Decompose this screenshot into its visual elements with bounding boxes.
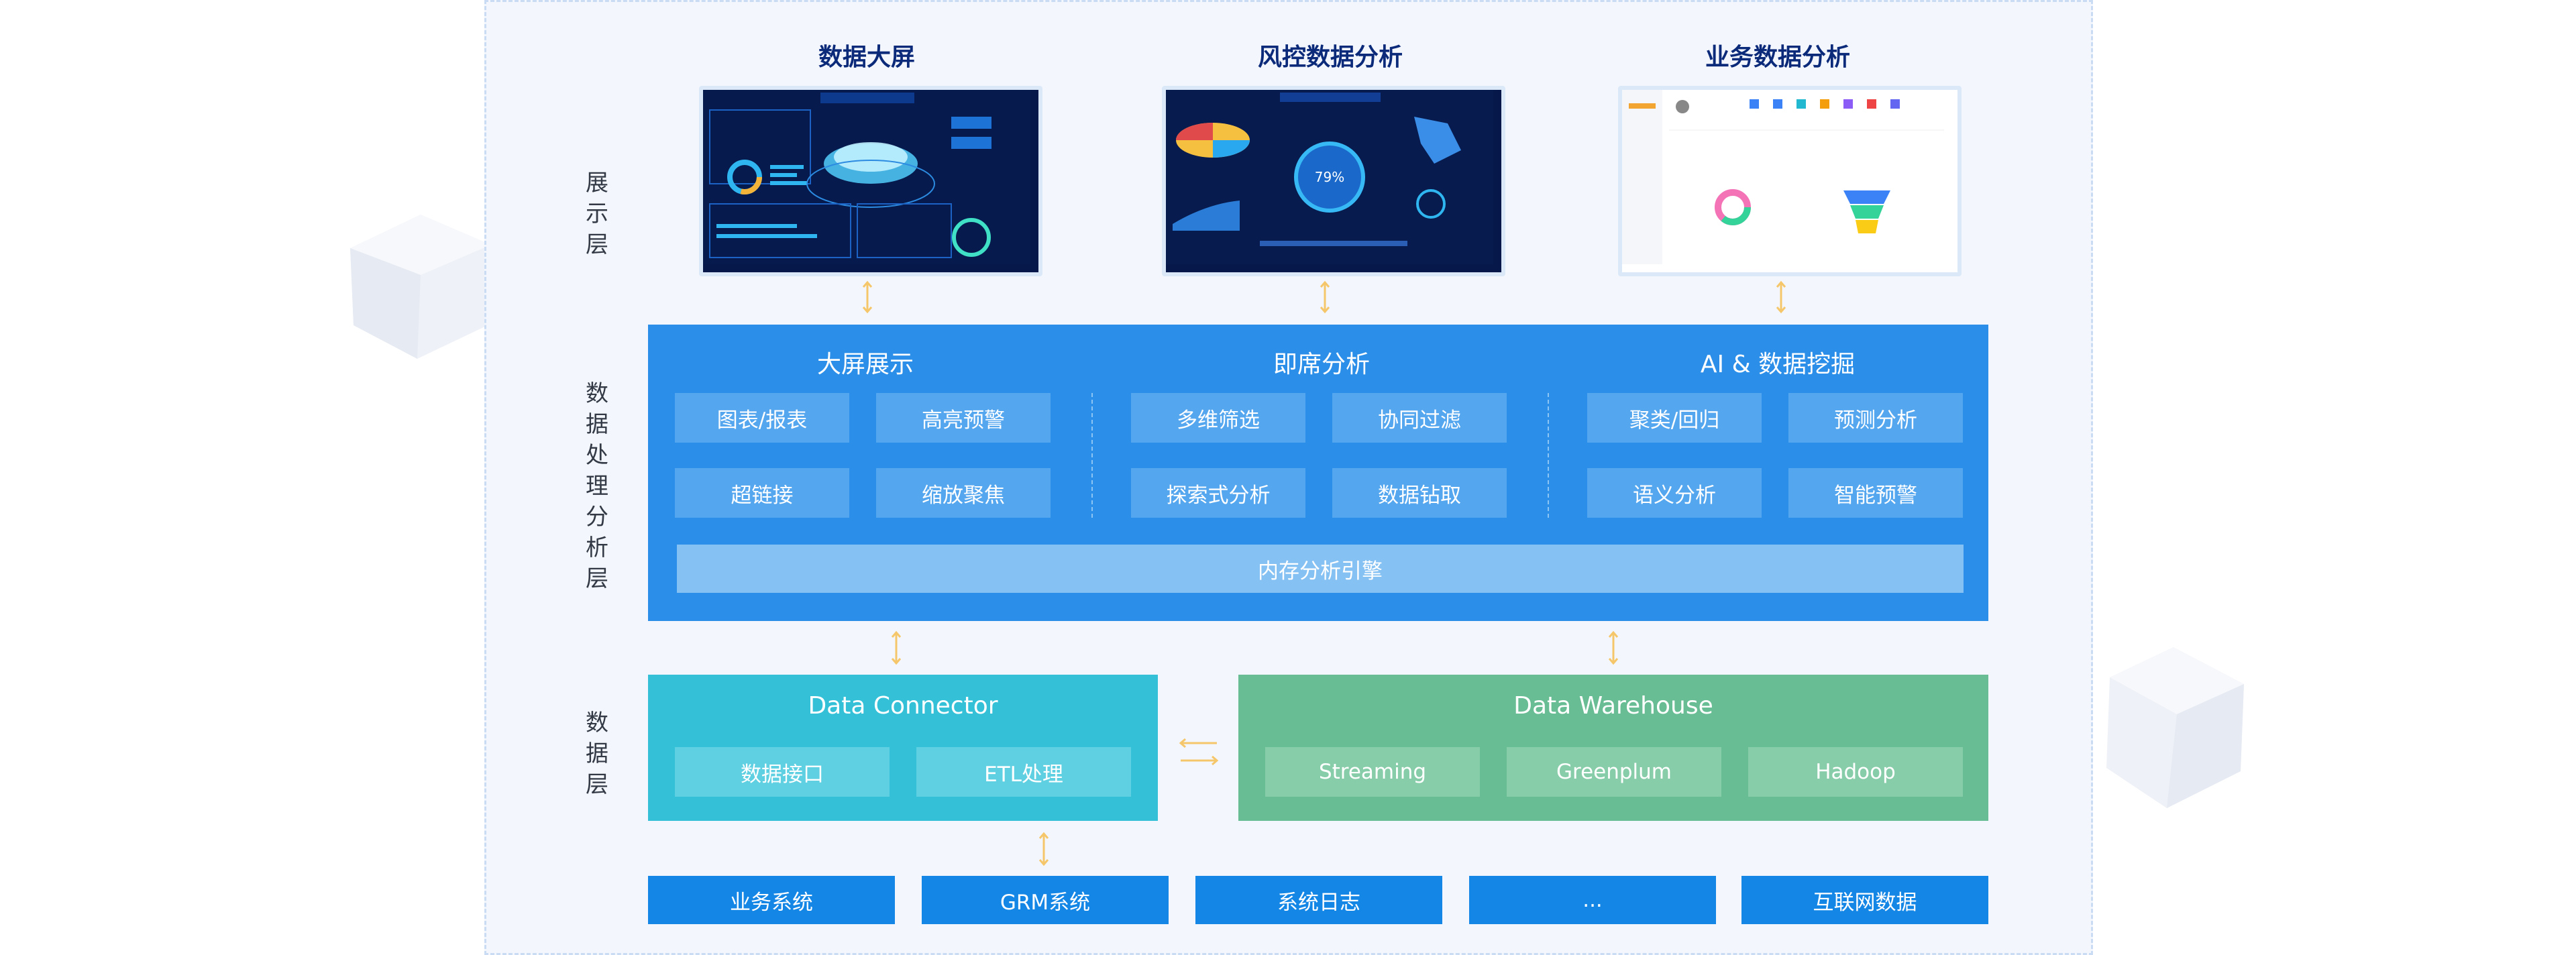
layer-label-processing: 数据处理分析层 [586,380,608,592]
data-warehouse-block: Data Warehouse Streaming Greenplum Hadoo… [1238,675,1988,821]
feature-semantic[interactable]: 语义分析 [1587,468,1762,518]
warehouse-streaming[interactable]: Streaming [1265,747,1480,797]
warehouse-greenplum[interactable]: Greenplum [1507,747,1721,797]
source-more[interactable]: ... [1469,876,1716,924]
feature-highlight-alert[interactable]: 高亮预警 [876,393,1051,443]
in-memory-engine[interactable]: 内存分析引擎 [677,545,1964,593]
double-arrow-horizontal-icon [1179,738,1219,766]
data-warehouse-title: Data Warehouse [1513,692,1713,720]
column-title-ai-mining: AI & 数据挖掘 [1700,351,1856,378]
source-system-logs[interactable]: 系统日志 [1195,876,1442,924]
layer-label-presentation: 展示层 [586,170,608,258]
double-arrow-vertical-icon [1776,280,1786,314]
risk-analysis-thumbnail[interactable]: 79% [1162,86,1505,276]
source-grm-system[interactable]: GRM系统 [922,876,1169,924]
feature-drilldown[interactable]: 数据钻取 [1332,468,1507,518]
feature-cluster-regression[interactable]: 聚类/回归 [1587,393,1762,443]
column-title-adhoc: 即席分析 [1273,351,1370,378]
connector-etl[interactable]: ETL处理 [916,747,1131,797]
feature-multi-filter[interactable]: 多维筛选 [1131,393,1305,443]
screenshot-title-business-analysis: 业务数据分析 [1705,44,1850,71]
decorative-cube-icon [2106,647,2244,808]
risk-analysis-preview-icon: 79% [1166,90,1493,264]
business-analysis-preview-icon [1622,90,1949,264]
source-internet-data[interactable]: 互联网数据 [1741,876,1988,924]
big-screen-thumbnail[interactable] [699,86,1042,276]
data-connector-block: Data Connector 数据接口 ETL处理 [648,675,1158,821]
feature-hyperlink[interactable]: 超链接 [675,468,849,518]
connector-data-interface[interactable]: 数据接口 [675,747,890,797]
column-divider [1091,393,1093,518]
data-connector-title: Data Connector [808,692,998,720]
feature-prediction[interactable]: 预测分析 [1788,393,1963,443]
column-divider [1548,393,1549,518]
feature-chart-report[interactable]: 图表/报表 [675,393,849,443]
gauge-value: 79% [1315,169,1344,185]
column-title-big-screen: 大屏展示 [816,351,914,378]
decorative-cube-icon [350,215,491,359]
feature-collab-filter[interactable]: 协同过滤 [1332,393,1507,443]
source-business-system[interactable]: 业务系统 [648,876,895,924]
double-arrow-vertical-icon [1608,630,1619,665]
double-arrow-vertical-icon [1320,280,1330,314]
double-arrow-vertical-icon [891,630,902,665]
screenshot-title-risk-analysis: 风控数据分析 [1257,44,1403,71]
warehouse-hadoop[interactable]: Hadoop [1748,747,1963,797]
feature-smart-alert[interactable]: 智能预警 [1788,468,1963,518]
screenshot-title-big-screen: 数据大屏 [818,44,915,71]
feature-exploratory[interactable]: 探索式分析 [1131,468,1305,518]
feature-zoom-focus[interactable]: 缩放聚焦 [876,468,1051,518]
big-screen-preview-icon [703,90,1030,264]
double-arrow-vertical-icon [1038,832,1049,866]
double-arrow-vertical-icon [862,280,873,314]
business-analysis-thumbnail[interactable] [1618,86,1962,276]
layer-label-data: 数据层 [586,710,608,798]
